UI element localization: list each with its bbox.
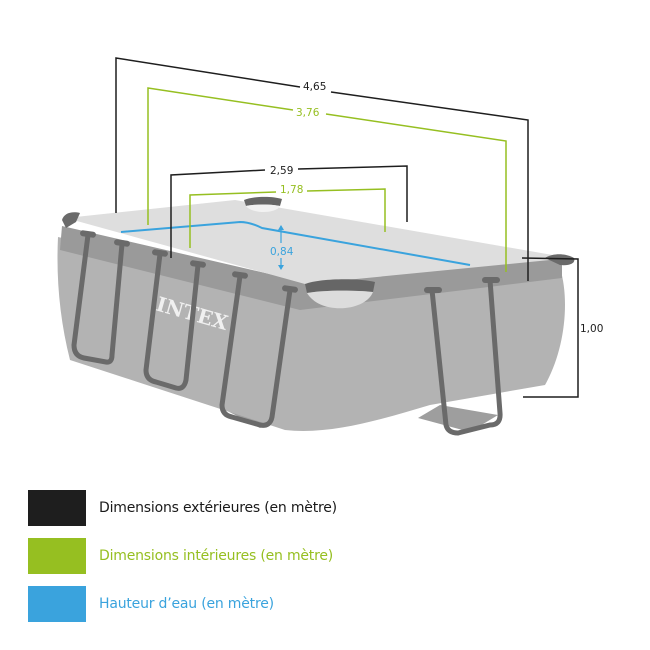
legend-label: Hauteur d’eau (en mètre) [99, 596, 274, 612]
water-height-label: 0,84 [270, 246, 294, 258]
interior-swatch [28, 538, 86, 574]
interior-dimension-lines [147, 87, 507, 272]
legend-label: Dimensions intérieures (en mètre) [99, 548, 334, 564]
corner-cap-right [545, 254, 575, 266]
legend-item-water: Hauteur d’eau (en mètre) [28, 586, 337, 622]
interior-length-label: 3,76 [296, 107, 320, 119]
water-swatch [28, 586, 86, 622]
exterior-swatch [28, 490, 86, 526]
exterior-length-label: 4,65 [303, 81, 326, 93]
handle-far [244, 196, 282, 212]
water-height-arrow [278, 225, 284, 270]
legend-label: Dimensions extérieures (en mètre) [99, 500, 337, 516]
legend: Dimensions extérieures (en mètre) Dimens… [28, 490, 337, 634]
interior-width-label: 1,78 [280, 184, 303, 196]
pool-dimension-diagram: INTEX 4,65 2,59 1,00 3,76 1,78 [57, 57, 605, 436]
legend-item-exterior: Dimensions extérieures (en mètre) [28, 490, 337, 526]
pool-top [66, 200, 570, 284]
water-line [120, 220, 471, 266]
handle-near [305, 279, 375, 309]
exterior-height-label: 1,00 [580, 323, 603, 335]
exterior-width-label: 2,59 [270, 165, 293, 177]
leg-caps [80, 230, 500, 293]
exterior-dimension-lines [115, 57, 579, 398]
frame-legs [71, 232, 503, 436]
corner-cap-left [62, 212, 80, 228]
legend-item-interior: Dimensions intérieures (en mètre) [28, 538, 337, 574]
